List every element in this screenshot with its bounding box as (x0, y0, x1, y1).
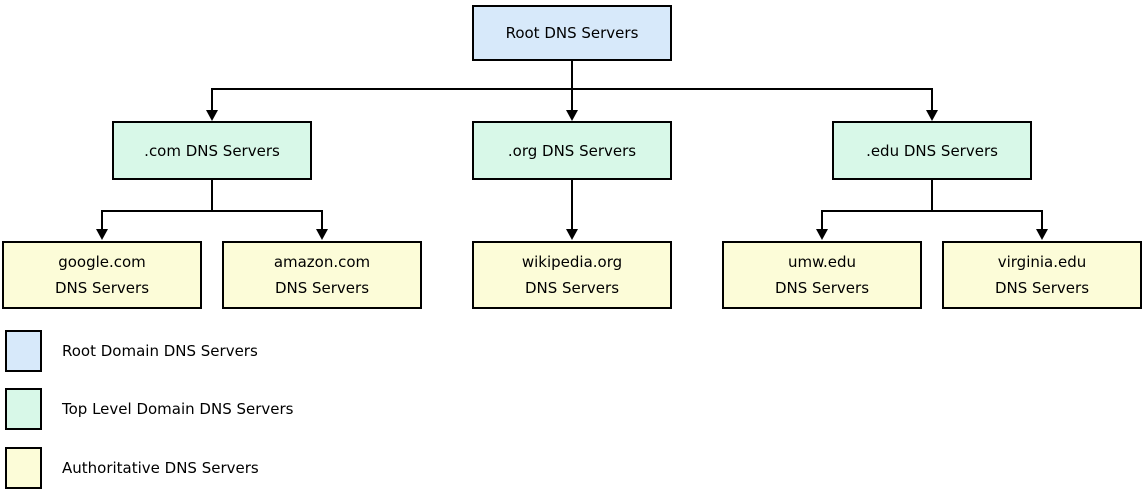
node-label-line1: amazon.com (273, 253, 371, 271)
legend-label-authoritative: Authoritative DNS Servers (62, 459, 259, 477)
node-com-dns-servers: .com DNS Servers (112, 121, 312, 180)
node-label-line1: google.com (58, 253, 146, 271)
node-label-line2: DNS Servers (524, 279, 620, 297)
connector-drop-amazon (321, 210, 323, 230)
node-wikipedia-dns-servers: wikipedia.org DNS Servers (472, 241, 672, 309)
node-amazon-dns-servers: amazon.com DNS Servers (222, 241, 422, 309)
arrow-to-umw-icon (816, 229, 828, 240)
connector-drop-umw (821, 210, 823, 230)
node-label-line2: DNS Servers (54, 279, 150, 297)
connector-drop-google (101, 210, 103, 230)
connector-drop-edu (931, 88, 933, 111)
connector-drop-virginia (1041, 210, 1043, 230)
node-umw-dns-servers: umw.edu DNS Servers (722, 241, 922, 309)
node-label-line1: virginia.edu (997, 253, 1087, 271)
node-label-line2: DNS Servers (774, 279, 870, 297)
connector-drop-com (211, 88, 213, 111)
connector-root-stem (571, 61, 573, 89)
arrow-to-virginia-icon (1036, 229, 1048, 240)
connector-edu-stem (931, 180, 933, 212)
legend-label-tld: Top Level Domain DNS Servers (62, 400, 294, 418)
arrow-to-edu-icon (926, 110, 938, 121)
node-edu-dns-servers: .edu DNS Servers (832, 121, 1032, 180)
node-label-line2: DNS Servers (274, 279, 370, 297)
arrow-to-amazon-icon (316, 229, 328, 240)
node-root-dns-servers: Root DNS Servers (472, 5, 672, 61)
connector-edu-rail (821, 210, 1042, 212)
connector-drop-org (571, 88, 573, 111)
node-label-line2: DNS Servers (994, 279, 1090, 297)
node-virginia-dns-servers: virginia.edu DNS Servers (942, 241, 1142, 309)
legend-swatch-tld (5, 388, 42, 430)
connector-org-stem (571, 180, 573, 230)
arrow-to-google-icon (96, 229, 108, 240)
node-label-line1: wikipedia.org (521, 253, 623, 271)
legend-swatch-root (5, 330, 42, 372)
node-label: .com DNS Servers (144, 141, 280, 160)
arrow-to-wikipedia-icon (566, 229, 578, 240)
node-label: .org DNS Servers (507, 141, 637, 160)
node-label: .edu DNS Servers (866, 141, 998, 160)
arrow-to-com-icon (206, 110, 218, 121)
node-label-line1: umw.edu (787, 253, 857, 271)
connector-com-rail (101, 210, 322, 212)
node-org-dns-servers: .org DNS Servers (472, 121, 672, 180)
arrow-to-org-icon (566, 110, 578, 121)
node-label: Root DNS Servers (505, 24, 639, 42)
legend-label-root: Root Domain DNS Servers (62, 342, 258, 360)
legend-swatch-authoritative (5, 447, 42, 489)
connector-com-stem (211, 180, 213, 212)
node-google-dns-servers: google.com DNS Servers (2, 241, 202, 309)
